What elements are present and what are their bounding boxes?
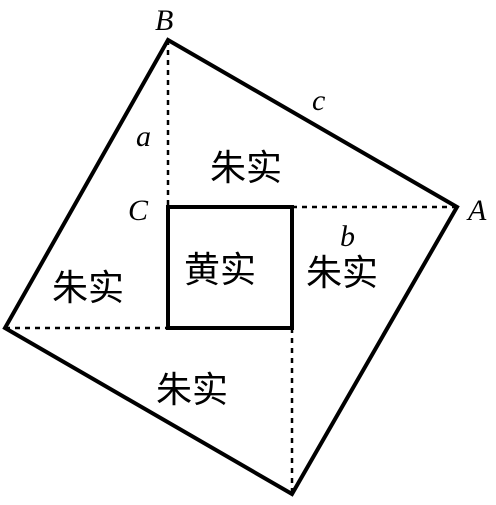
label-side-c: c	[312, 84, 325, 117]
label-point-a: A	[466, 194, 487, 227]
label-red-region-right: 朱实	[306, 253, 378, 294]
inner-square	[166, 205, 294, 330]
label-point-c: C	[128, 194, 149, 227]
label-yellow-region-center: 黄实	[184, 250, 256, 291]
label-side-a: a	[136, 120, 151, 153]
outer-square	[2, 37, 460, 497]
label-red-region-top: 朱实	[210, 148, 282, 189]
label-point-b: B	[155, 4, 173, 37]
label-red-region-left: 朱实	[52, 268, 124, 309]
label-side-b: b	[340, 220, 355, 253]
label-red-region-bottom: 朱实	[156, 370, 228, 411]
